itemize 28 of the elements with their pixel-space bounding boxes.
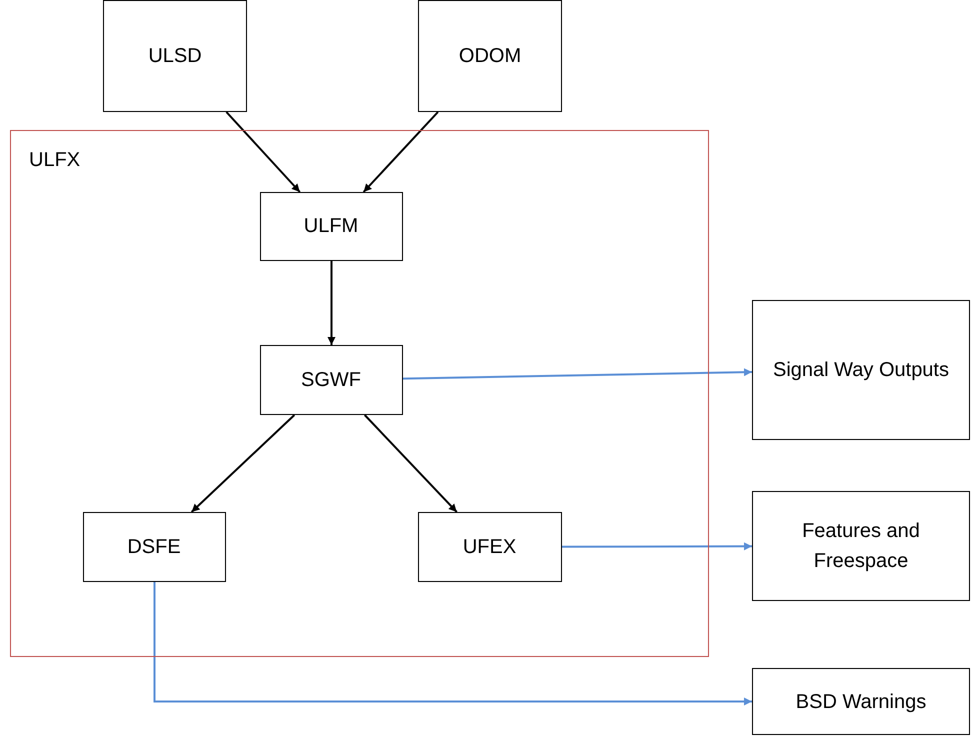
box-label: Features and Freespace (801, 519, 921, 574)
process-box (260, 344, 402, 414)
arrow (362, 111, 439, 193)
arrow (328, 261, 336, 345)
box-label: DSFE (127, 534, 181, 560)
box-label: BSD Warnings (796, 690, 926, 714)
group-frame (10, 130, 709, 657)
arrow (190, 414, 296, 513)
process-box (103, 0, 247, 112)
process-box (752, 300, 970, 440)
group-label: ULFX (29, 148, 80, 173)
box-label: ODOM (458, 44, 522, 69)
box-label: Signal Way Outputs (772, 358, 949, 383)
arrow (364, 414, 458, 513)
process-box (82, 512, 226, 582)
box-label: ULSD (148, 44, 202, 69)
process-box (752, 668, 970, 735)
arrow (154, 582, 752, 706)
process-box (752, 491, 970, 601)
box-label: UFEX (462, 534, 516, 560)
box-label: ULFM (304, 214, 358, 239)
arrow (226, 111, 301, 193)
arrow (402, 368, 752, 380)
process-box (418, 512, 562, 582)
box-label: SGWF (301, 368, 361, 392)
process-box (260, 192, 402, 260)
arrow (562, 542, 752, 550)
process-box (418, 0, 562, 112)
